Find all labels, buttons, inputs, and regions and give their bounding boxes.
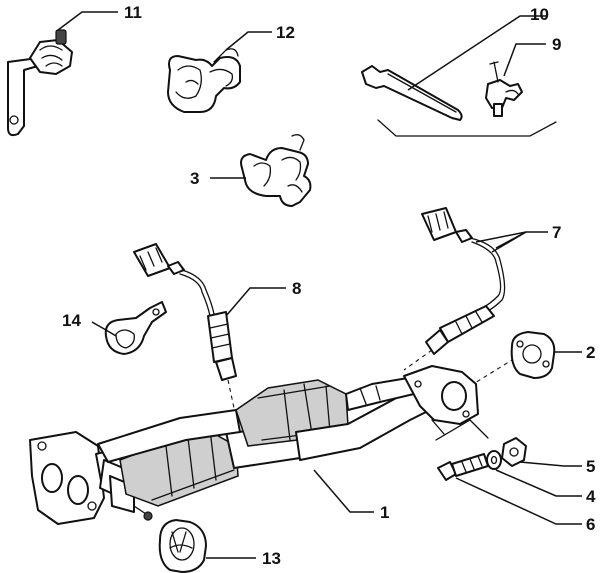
callout-3: 3 bbox=[190, 169, 246, 188]
callout-13: 13 bbox=[206, 549, 281, 568]
part-11-bracket-clip bbox=[7, 29, 73, 137]
callout-12: 12 bbox=[225, 23, 295, 51]
callout-14: 14 bbox=[62, 311, 117, 337]
svg-text:12: 12 bbox=[276, 23, 295, 42]
svg-text:4: 4 bbox=[586, 487, 596, 506]
part-1-exhaust-pipe bbox=[29, 365, 489, 525]
svg-text:2: 2 bbox=[586, 343, 595, 362]
part-12-double-clip bbox=[167, 48, 241, 113]
callout-7: 7 bbox=[475, 223, 561, 253]
svg-text:14: 14 bbox=[62, 311, 81, 330]
svg-text:7: 7 bbox=[552, 223, 561, 242]
callout-1: 1 bbox=[313, 469, 389, 522]
part-8-oxygen-sensor-left bbox=[133, 243, 237, 409]
callout-2: 2 bbox=[554, 343, 595, 362]
svg-text:1: 1 bbox=[380, 503, 389, 522]
callout-8: 8 bbox=[225, 279, 301, 317]
svg-text:6: 6 bbox=[586, 515, 595, 534]
svg-text:11: 11 bbox=[124, 3, 142, 22]
svg-text:13: 13 bbox=[262, 549, 281, 568]
svg-text:8: 8 bbox=[292, 279, 301, 298]
callout-9: 9 bbox=[503, 35, 561, 77]
callout-11: 11 bbox=[57, 3, 142, 31]
part-13-rubber-mount bbox=[158, 519, 207, 573]
part-7-oxygen-sensor-right bbox=[403, 207, 506, 371]
part-4-washer bbox=[486, 450, 502, 470]
svg-text:3: 3 bbox=[190, 169, 199, 188]
callout-4: 4 bbox=[495, 469, 596, 506]
svg-text:9: 9 bbox=[552, 35, 561, 54]
part-2-gasket bbox=[469, 331, 556, 387]
callout-10: 10 bbox=[530, 5, 549, 24]
part-3-clip bbox=[240, 134, 312, 207]
svg-text:10: 10 bbox=[530, 5, 549, 24]
callout-5: 5 bbox=[519, 457, 595, 476]
part-9-small-clip bbox=[485, 61, 523, 117]
part-5-nut bbox=[501, 437, 527, 467]
svg-text:5: 5 bbox=[586, 457, 595, 476]
part-10-cable-tie bbox=[361, 15, 557, 137]
part-14-clamp bbox=[104, 301, 167, 355]
callout-6: 6 bbox=[455, 477, 595, 534]
part-6-bolt bbox=[437, 453, 489, 481]
